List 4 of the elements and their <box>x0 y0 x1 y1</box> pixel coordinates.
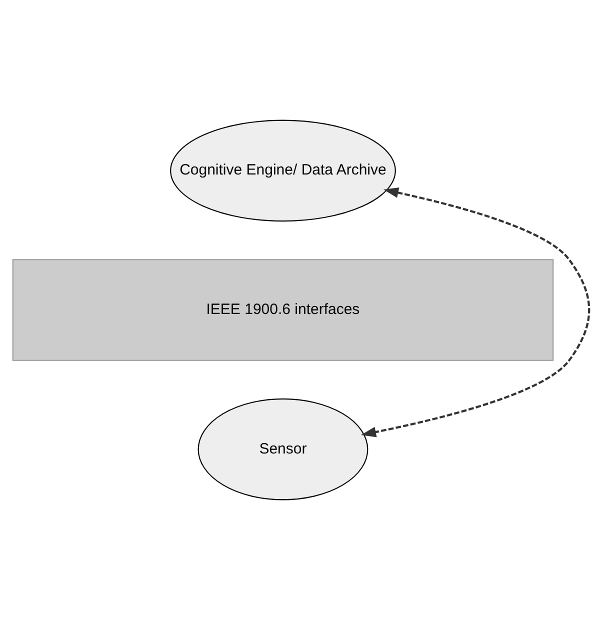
arrow <box>361 187 590 437</box>
node-ellipse: Sensor <box>198 398 368 500</box>
node-ellipse: Cognitive Engine/ Data Archive <box>170 119 396 222</box>
node-box: IEEE 1900.6 interfaces <box>12 258 554 360</box>
